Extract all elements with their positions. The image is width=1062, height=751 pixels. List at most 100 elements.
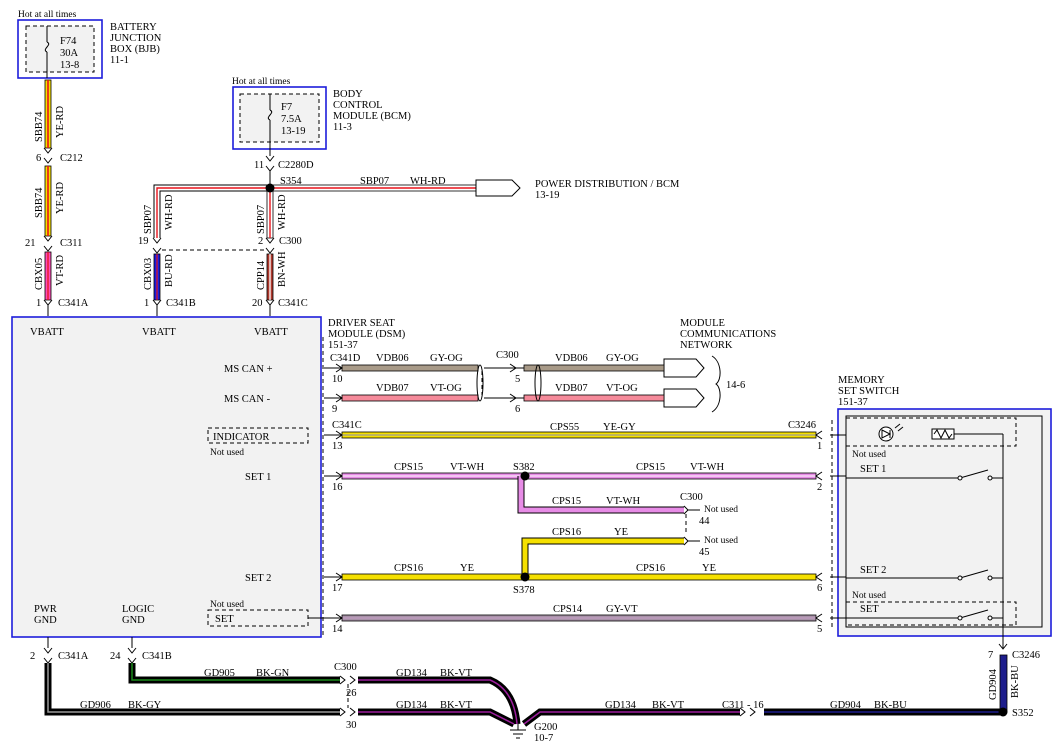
fuse-f74-icon	[44, 26, 50, 78]
ground-g200-ref: 10-7	[534, 733, 553, 744]
bjb-fuse-label: F74	[60, 36, 77, 47]
driver-seat-module: DRIVER SEAT MODULE (DSM) 151-37 VBATT VB…	[11, 316, 406, 638]
bcm-hot-label: Hot at all times	[232, 77, 291, 87]
mss-page-ref: 151-37	[838, 397, 868, 408]
wire-label-cps15-b: CPS15	[636, 462, 665, 473]
pin-45: 45	[699, 547, 710, 558]
wire-label-gd904: GD904	[830, 700, 862, 711]
connector-c212: C212	[60, 153, 83, 164]
pin-30-c300: 30	[346, 720, 357, 731]
wire-label-cps55: CPS55	[550, 422, 579, 433]
connector-c300-top: C300	[279, 236, 302, 247]
splice-s354-label: S354	[280, 176, 302, 187]
pin-2-c341a: 2	[30, 651, 35, 662]
wire-color-yerd-b: YE-RD	[55, 182, 66, 214]
wire-color-bkbu-v: BK-BU	[1010, 665, 1021, 698]
wire-color-yegy: YE-GY	[603, 422, 636, 433]
bcm-title-line1: BODY	[333, 89, 363, 100]
pin-2-c300: 2	[258, 236, 263, 247]
wire-label-cps16-a: CPS16	[394, 563, 423, 574]
module-communications-network: MODULE COMMUNICATIONS NETWORK 14-6	[663, 318, 776, 413]
pin-2-c3246: 2	[817, 482, 822, 493]
bcm-title-line2: CONTROL	[333, 100, 383, 111]
wire-color-vtwh-b: VT-WH	[690, 462, 724, 473]
wire-color-gyog-b: GY-OG	[606, 353, 639, 364]
pin-21-c311: 21	[25, 238, 36, 249]
pin-19-c300: 19	[138, 236, 149, 247]
dsm-set1: SET 1	[245, 472, 271, 483]
wire-label-sbp07-l: SBP07	[143, 205, 154, 234]
pin-14: 14	[332, 624, 343, 635]
brace-icon	[711, 355, 721, 413]
memory-set-switch: MEMORY SET SWITCH 151-37 Not used SET 1 …	[831, 375, 1052, 648]
wire-color-ye-b: YE	[702, 563, 716, 574]
dsm-pwr: PWR	[34, 604, 57, 615]
dsm-vbatt-3: VBATT	[254, 327, 288, 338]
pin-5-c3246: 5	[817, 624, 822, 635]
dsm-pwr-gnd: GND	[34, 615, 57, 626]
bcm-title-line3: MODULE (BCM)	[333, 111, 411, 122]
wire-label-gd134-b: GD134	[396, 700, 428, 711]
wire-label-vdb06-b: VDB06	[555, 353, 588, 364]
wire-color-ye-a: YE	[460, 563, 474, 574]
dsm-ms-can-minus: MS CAN -	[224, 394, 271, 405]
power-feed-labels: SBB74 YE-RD 6 C212 SBB74 YE-RD 21 C311 C…	[25, 106, 446, 309]
wire-color-gyog-a: GY-OG	[430, 353, 463, 364]
wire-label-cps15-a: CPS15	[394, 462, 423, 473]
mss-title-line2: SET SWITCH	[838, 386, 900, 397]
power-distribution-label: POWER DISTRIBUTION / BCM	[535, 179, 680, 190]
wire-label-gd134-a: GD134	[396, 668, 428, 679]
wire-label-vdb07-a: VDB07	[376, 383, 409, 394]
wire-color-bkvt-c: BK-VT	[652, 700, 685, 711]
wire-label-vdb06-a: VDB06	[376, 353, 409, 364]
wire-label-cps14: CPS14	[553, 604, 583, 615]
mss-set2: SET 2	[860, 565, 886, 576]
mcn-title-line2: COMMUNICATIONS	[680, 329, 776, 340]
pin-20-c341c: 20	[252, 298, 263, 309]
dsm-indicator-not-used: Not used	[210, 448, 244, 458]
wire-color-whrd-l: WH-RD	[164, 194, 175, 230]
mcn-ref: 14-6	[726, 380, 745, 391]
dsm-indicator: INDICATOR	[213, 432, 269, 443]
power-distribution-arrow-icon	[475, 179, 521, 197]
connector-c341a-top: C341A	[58, 298, 89, 309]
dsm-title-line1: DRIVER SEAT	[328, 318, 395, 329]
wire-color-yerd-a: YE-RD	[55, 106, 66, 138]
battery-junction-box: Hot at all times F74 30A 13-8 BATTERY JU…	[17, 10, 162, 79]
pin-1-c3246: 1	[817, 441, 822, 452]
signal-wires: C341C CPS55 YE-GY C3246 13 1 CPS15 VT-WH…	[308, 420, 846, 635]
power-distribution-ref: 13-19	[535, 190, 560, 201]
wire-color-burd: BU-RD	[164, 254, 175, 287]
splice-s382	[520, 471, 530, 481]
pin-6-c300: 6	[515, 404, 520, 415]
connector-c341d: C341D	[330, 353, 361, 364]
wire-label-gd134-c: GD134	[605, 700, 637, 711]
bjb-amps-label: 30A	[60, 48, 79, 59]
wire-label-gd904-v: GD904	[988, 668, 999, 700]
wire-color-vtog-b: VT-OG	[606, 383, 638, 394]
wire-color-vtwh-a: VT-WH	[450, 462, 484, 473]
wire-color-whrd-r: WH-RD	[277, 194, 288, 230]
bcm-ref-label: 13-19	[281, 126, 306, 137]
pin-24-c341b: 24	[110, 651, 121, 662]
fuse-f7-icon	[267, 94, 273, 149]
ms-can-wires: C341D VDB06 GY-OG C300 VDB06 GY-OG 10 5 …	[324, 350, 665, 415]
splice-s382-label: S382	[513, 462, 535, 473]
bjb-title-line1: BATTERY	[110, 22, 157, 33]
splice-s352-label: S352	[1012, 708, 1034, 719]
dsm-logic-gnd: GND	[122, 615, 145, 626]
wire-label-sbb74-a: SBB74	[34, 111, 45, 142]
wire-color-bkgn: BK-GN	[256, 668, 290, 679]
pin-5-c300: 5	[515, 374, 520, 385]
mss-set: SET	[860, 604, 879, 615]
pin-6-c3246: 6	[817, 583, 822, 594]
connector-c2280d: C2280D	[278, 160, 314, 171]
dsm-vbatt-2: VBATT	[142, 327, 176, 338]
connector-c341a-bottom: C341A	[58, 651, 89, 662]
pin-1-c341b: 1	[144, 298, 149, 309]
wire-label-sbp07-r: SBP07	[256, 205, 267, 234]
wire-color-gyvt: GY-VT	[606, 604, 638, 615]
bjb-hot-label: Hot at all times	[18, 10, 77, 20]
wire-color-bkbu-h: BK-BU	[874, 700, 907, 711]
